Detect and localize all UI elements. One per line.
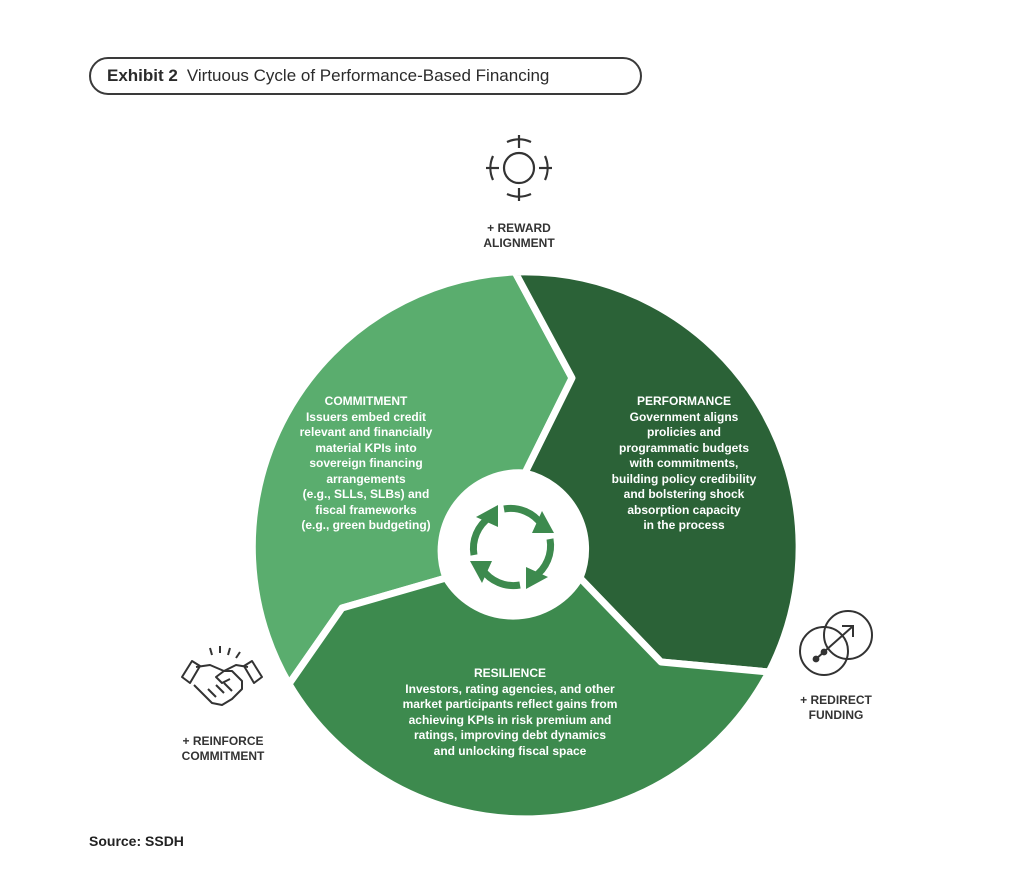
target-icon bbox=[486, 135, 552, 201]
reinforce-line2: COMMITMENT bbox=[181, 749, 265, 763]
reinforce-commitment-label: + REINFORCE COMMITMENT bbox=[163, 734, 283, 764]
redirect-line2: FUNDING bbox=[808, 708, 864, 722]
center-circle bbox=[441, 476, 583, 618]
cycle-arrows-icon bbox=[469, 504, 555, 590]
exhibit-label: Exhibit 2 bbox=[107, 66, 178, 85]
handshake-icon bbox=[181, 646, 263, 706]
resilience-body: Investors, rating agencies, and other ma… bbox=[402, 681, 618, 758]
resilience-text: RESILIENCE Investors, rating agencies, a… bbox=[380, 666, 640, 759]
reward-line1: + REWARD bbox=[487, 221, 551, 235]
exhibit-title-text: Virtuous Cycle of Performance-Based Fina… bbox=[186, 66, 550, 85]
source-note: Source: SSDH bbox=[89, 833, 184, 849]
redirect-funding-label: + REDIRECT FUNDING bbox=[781, 693, 891, 723]
redirect-line1: + REDIRECT bbox=[800, 693, 872, 707]
commitment-body: Issuers embed credit relevant and financ… bbox=[299, 409, 433, 533]
cycle-ring bbox=[248, 268, 803, 823]
performance-body: Government aligns prolicies and programm… bbox=[611, 409, 757, 533]
redirect-funding-icon bbox=[799, 610, 873, 676]
performance-title: PERFORMANCE bbox=[636, 394, 731, 408]
reward-alignment-label: + REWARD ALIGNMENT bbox=[459, 221, 579, 251]
commitment-text: COMMITMENT Issuers embed credit relevant… bbox=[281, 394, 451, 534]
segment-performance bbox=[511, 268, 803, 676]
commitment-title: COMMITMENT bbox=[324, 394, 408, 408]
reinforce-line1: + REINFORCE bbox=[182, 734, 264, 748]
exhibit-title: Exhibit 2 Virtuous Cycle of Performance-… bbox=[89, 57, 642, 95]
resilience-title: RESILIENCE bbox=[473, 666, 546, 680]
performance-text: PERFORMANCE Government aligns prolicies … bbox=[599, 394, 769, 534]
reward-line2: ALIGNMENT bbox=[483, 236, 555, 250]
